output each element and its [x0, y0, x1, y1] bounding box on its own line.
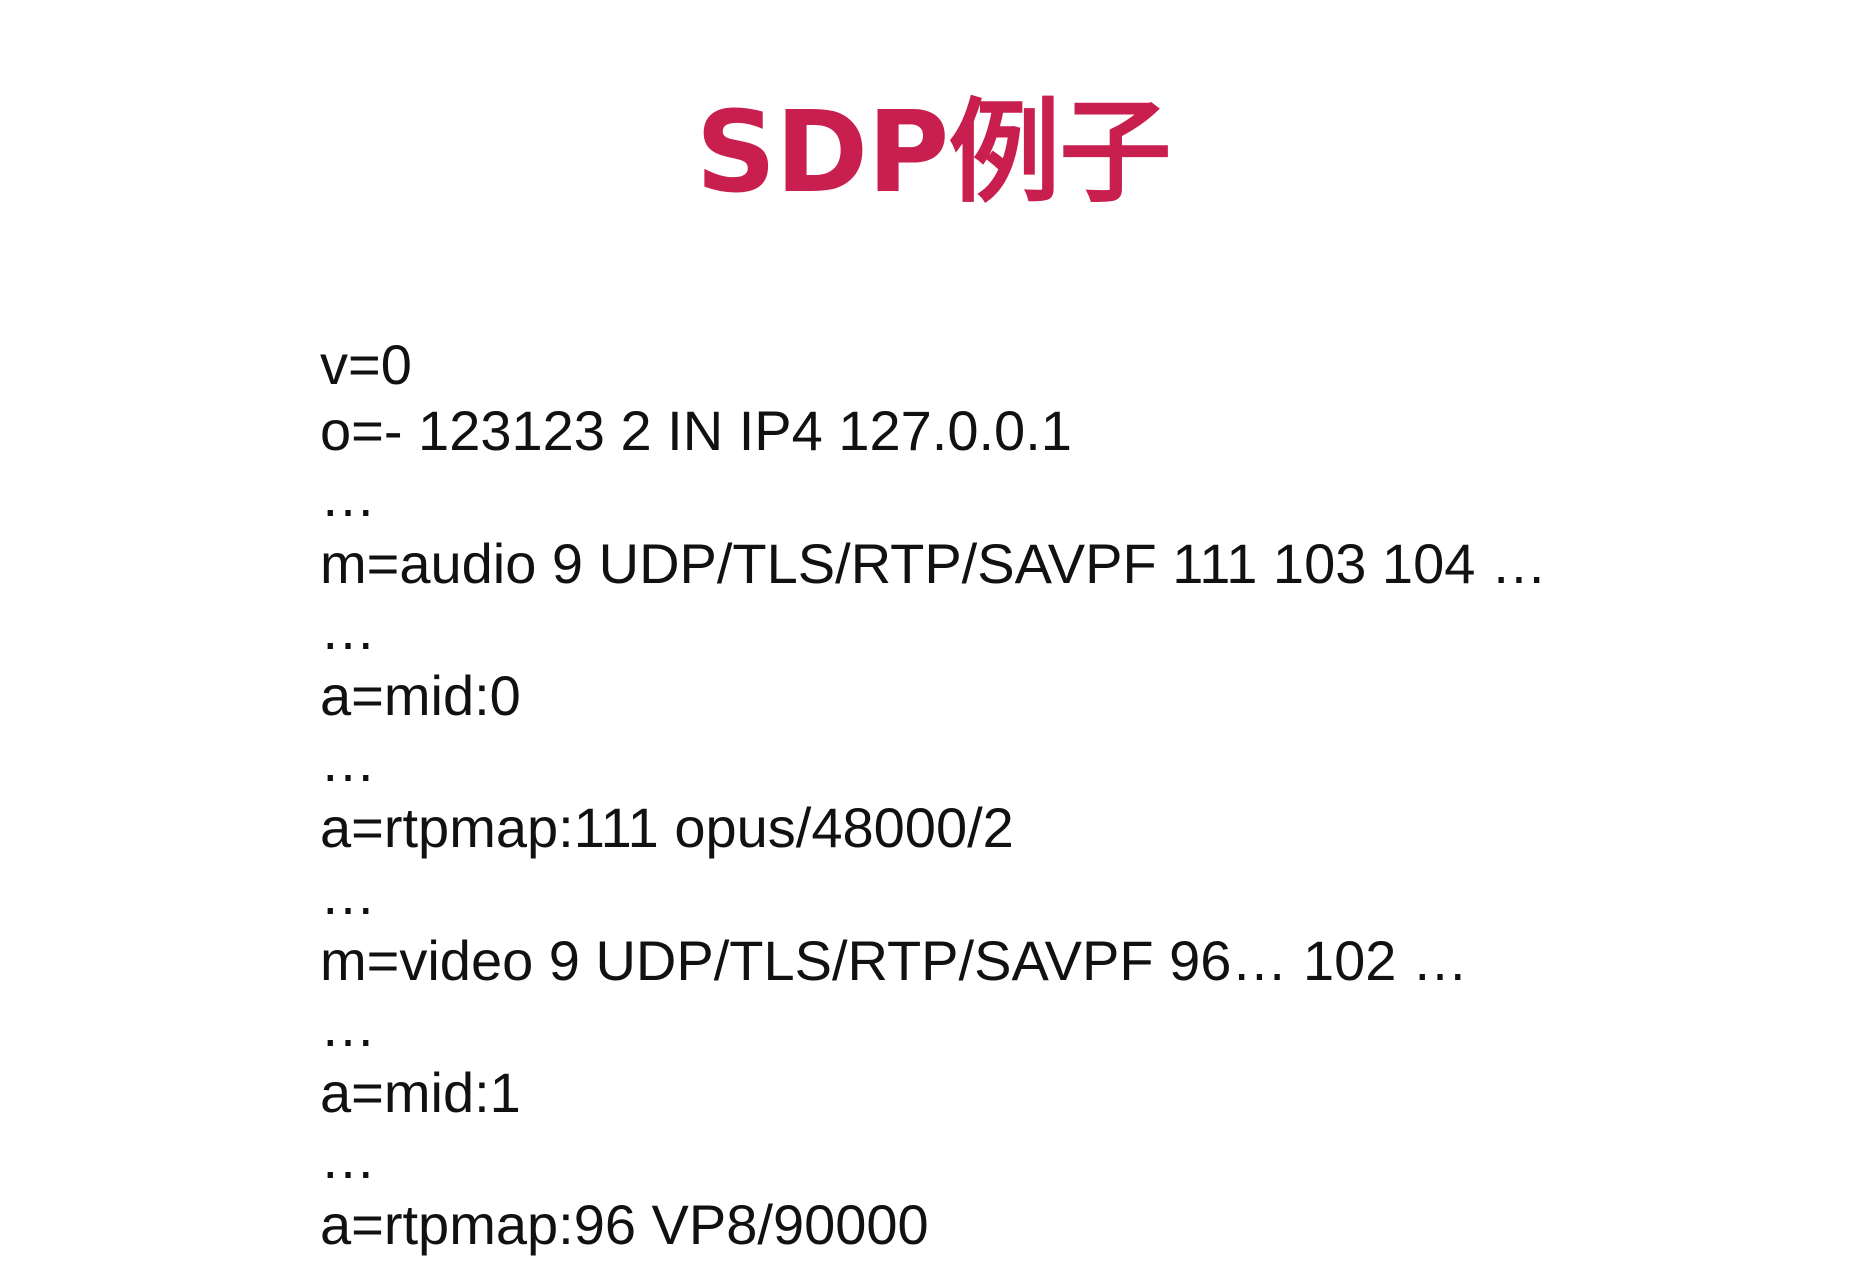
- slide-title: SDP例子: [695, 88, 1172, 218]
- sdp-line-ellipsis: …: [320, 994, 376, 1058]
- sdp-line-version: v=0: [320, 333, 412, 396]
- sdp-line-media-video: m=video 9 UDP/TLS/RTP/SAVPF 96… 102 …: [320, 928, 1468, 992]
- sdp-line-mid-video: a=mid:1: [320, 1061, 521, 1125]
- sdp-line-rtpmap-video: a=rtpmap:96 VP8/90000: [320, 1193, 929, 1257]
- sdp-line-rtpmap-audio: a=rtpmap:111 opus/48000/2: [320, 796, 1014, 860]
- sdp-line-ellipsis: …: [320, 597, 376, 661]
- sdp-line-ellipsis: …: [320, 862, 376, 926]
- sdp-example-block: v=0 o=- 123123 2 IN IP4 127.0.0.1 … m=au…: [320, 332, 1720, 1259]
- sdp-line-origin: o=- 123123 2 IN IP4 127.0.0.1: [320, 399, 1072, 463]
- sdp-line-ellipsis: …: [320, 1127, 376, 1191]
- sdp-line-ellipsis: …: [320, 465, 376, 529]
- sdp-line-media-audio: m=audio 9 UDP/TLS/RTP/SAVPF 111 103 104 …: [320, 531, 1547, 595]
- sdp-line-ellipsis: …: [320, 730, 376, 794]
- sdp-line-mid-audio: a=mid:0: [320, 663, 521, 727]
